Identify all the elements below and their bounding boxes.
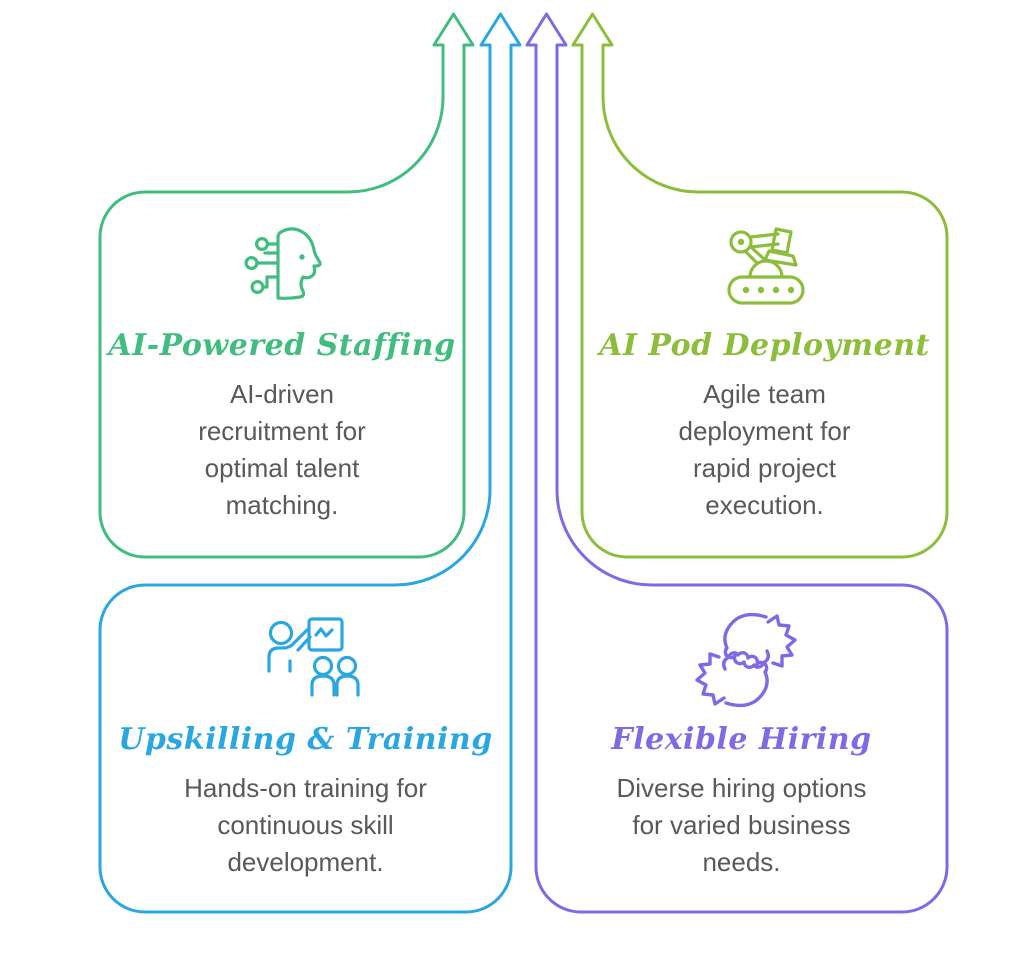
card-title: Flexible Hiring [611,722,872,757]
card-outline-upskilling-training [98,12,522,914]
card-title: AI-Powered Staffing [108,328,456,363]
card-description: Diverse hiring options for varied busine… [616,773,867,877]
card-outline-flexible-hiring [525,12,949,914]
card-description: AI-driven recruitment for optimal talent… [198,379,366,520]
card-arrow-shape [98,12,475,559]
card-title: AI Pod Deployment [599,328,930,363]
trainer-whiteboard-people-icon [267,617,360,697]
card-title: Upskilling & Training [118,722,493,757]
card-description: Agile team deployment for rapid project … [678,379,851,520]
card-outline-ai-pod-deployment [571,12,949,559]
card-description: Hands-on training for continuous skill d… [184,773,427,877]
card-flexible-hiring: Flexible Hiring Diverse hiring options f… [536,716,947,881]
card-ai-powered-staffing: AI-Powered Staffing AI-driven recruitmen… [100,322,464,524]
card-ai-pod-deployment: AI Pod Deployment Agile team deployment … [582,322,947,524]
card-outline-ai-powered-staffing [98,12,475,559]
card-arrow-shape [571,12,949,559]
robot-arm-conveyor-icon [727,227,805,305]
ai-head-circuit-icon [244,227,322,300]
card-arrow-shape [98,12,522,914]
hands-together-icon [695,612,797,708]
card-arrow-shape [525,12,949,914]
card-upskilling-training: Upskilling & Training Hands-on training … [100,716,511,881]
